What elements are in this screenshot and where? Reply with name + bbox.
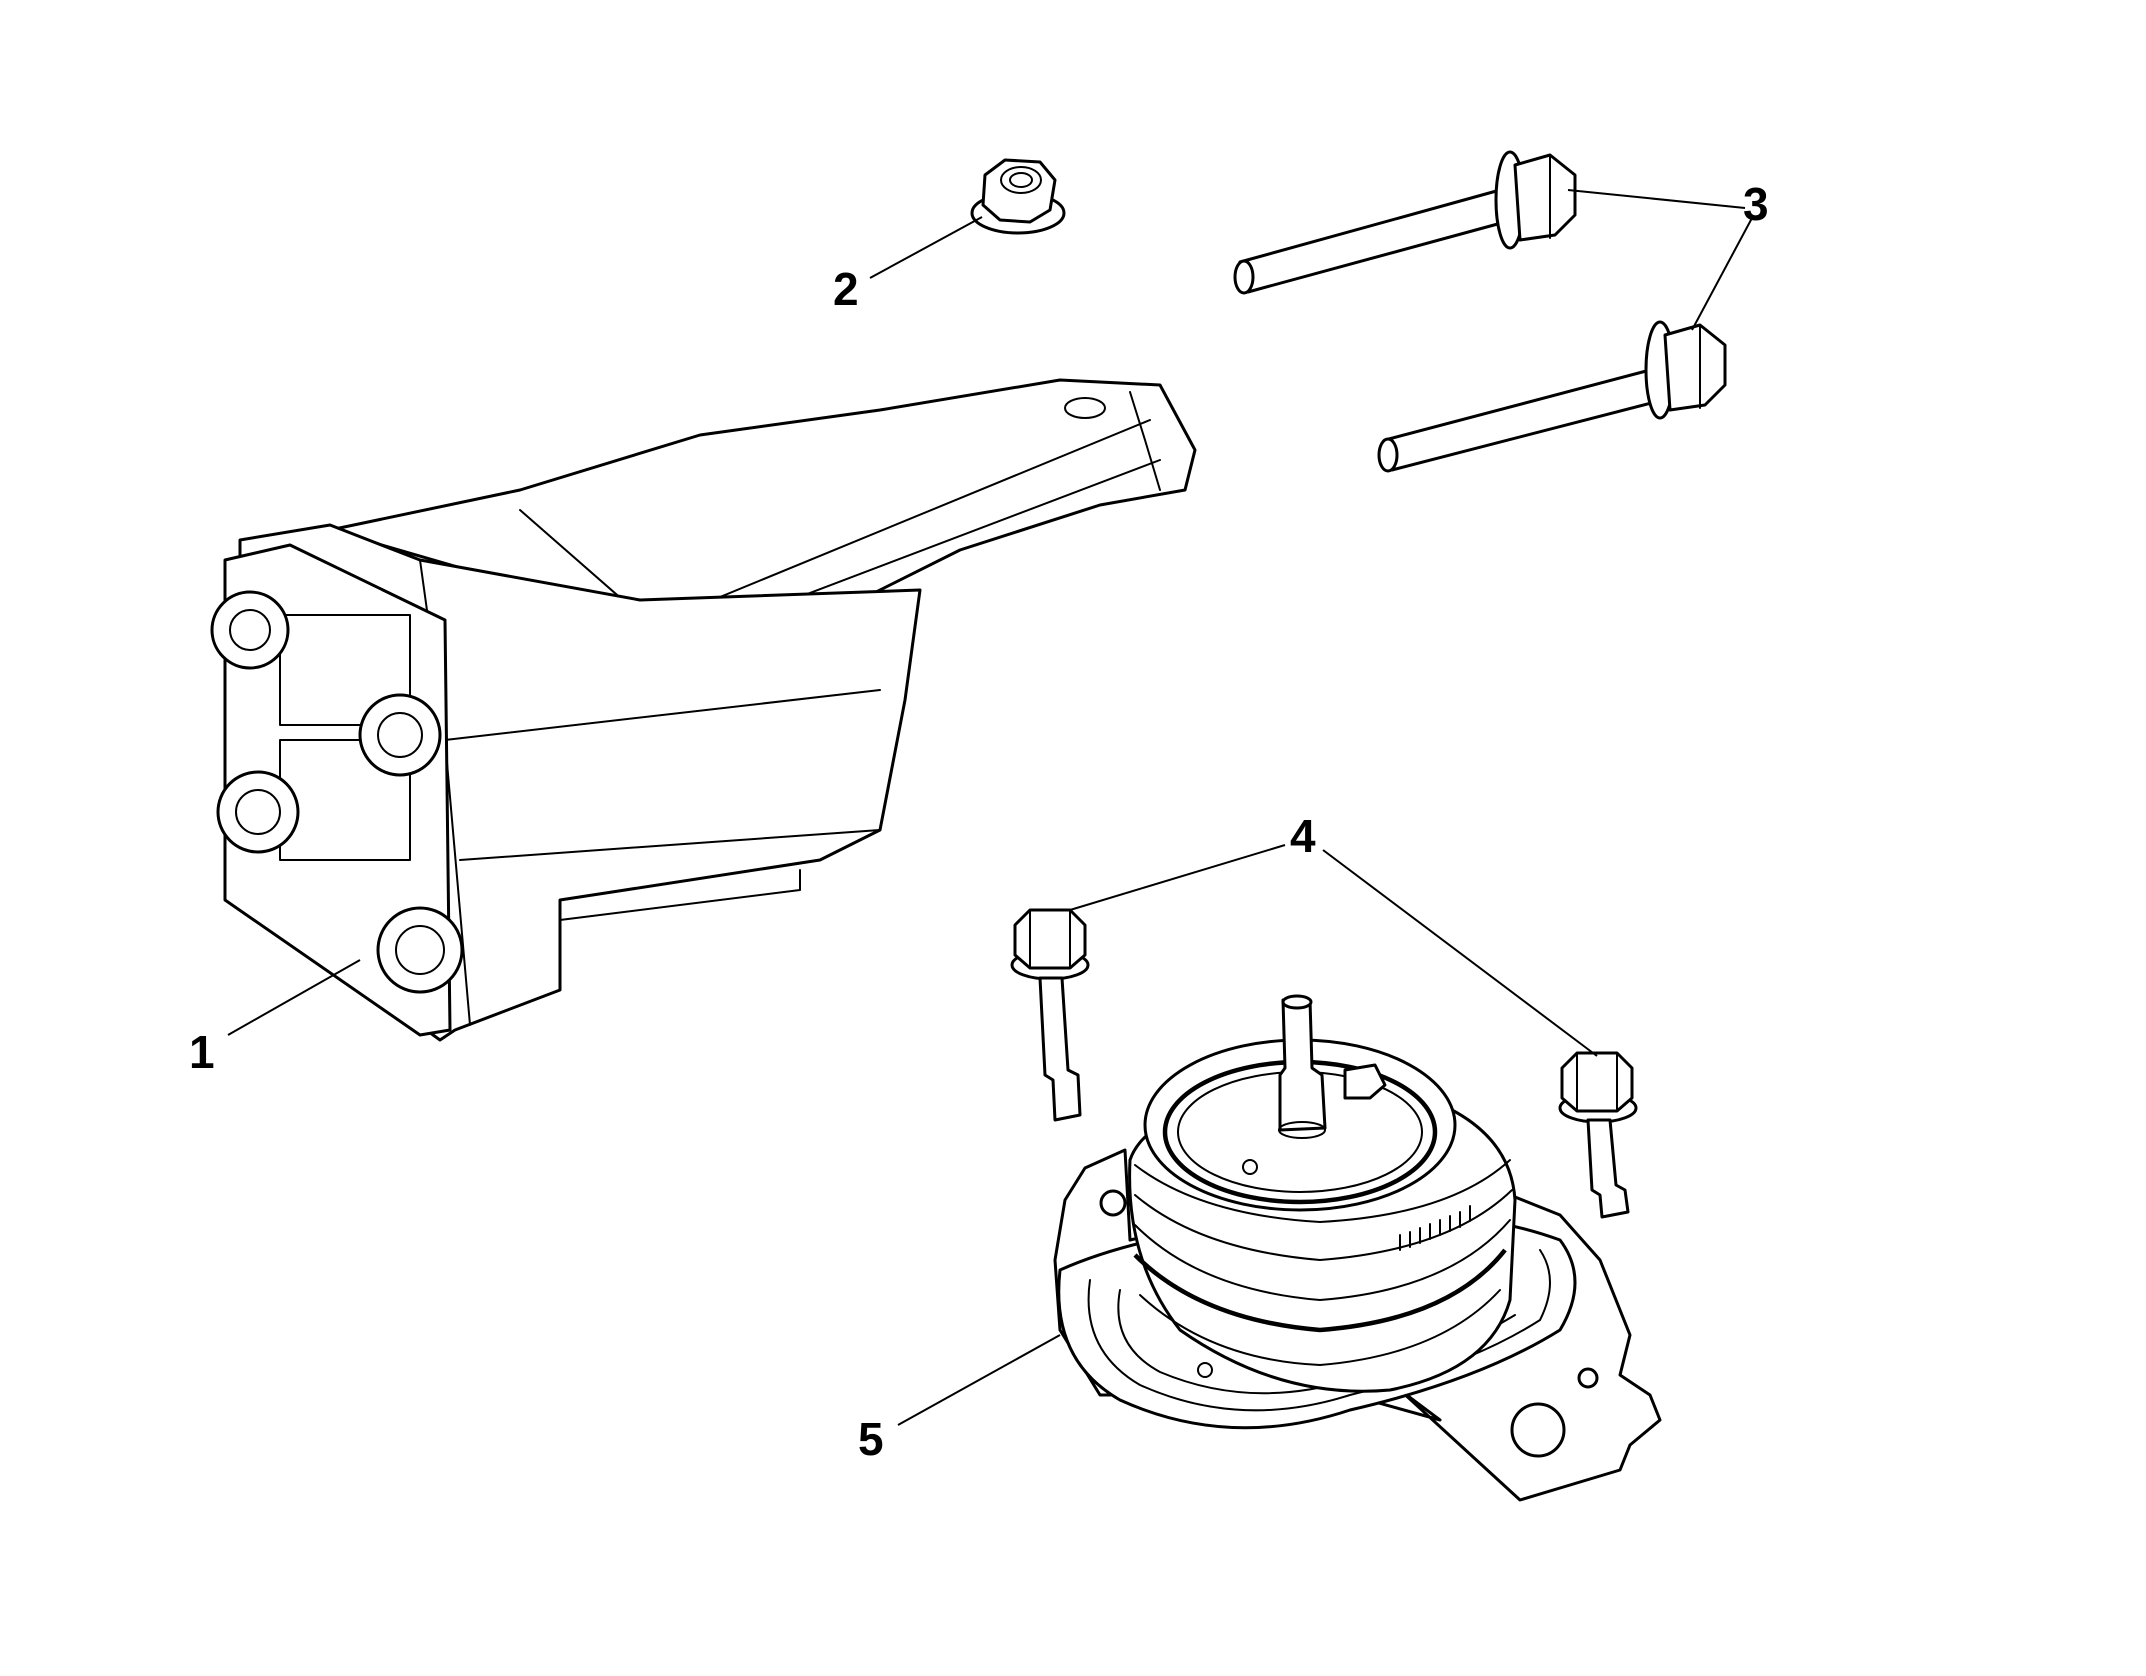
callout-labels: 1 2 3 4 5	[189, 178, 1769, 1465]
leader-2	[869, 216, 983, 279]
callout-4: 4	[1290, 810, 1316, 862]
leader-3b	[1691, 217, 1753, 331]
short-bolt-left	[1010, 908, 1090, 1122]
callout-2: 2	[833, 263, 859, 315]
leader-4a	[1069, 844, 1286, 911]
leader-lines	[227, 189, 1753, 1426]
engine-mount-bracket	[210, 378, 1197, 1042]
callout-5: 5	[858, 1413, 884, 1465]
short-bolt-right	[1558, 1051, 1638, 1219]
long-bolt-lower	[1377, 320, 1727, 473]
leader-4b	[1322, 849, 1598, 1057]
callout-1: 1	[189, 1026, 215, 1078]
leader-1	[227, 959, 361, 1036]
leader-3a	[1567, 189, 1746, 209]
flange-nut	[970, 158, 1066, 235]
callout-3: 3	[1743, 178, 1769, 230]
long-bolt-upper	[1233, 150, 1577, 295]
leader-5	[897, 1334, 1061, 1426]
engine-mount-insulator	[1053, 994, 1662, 1502]
